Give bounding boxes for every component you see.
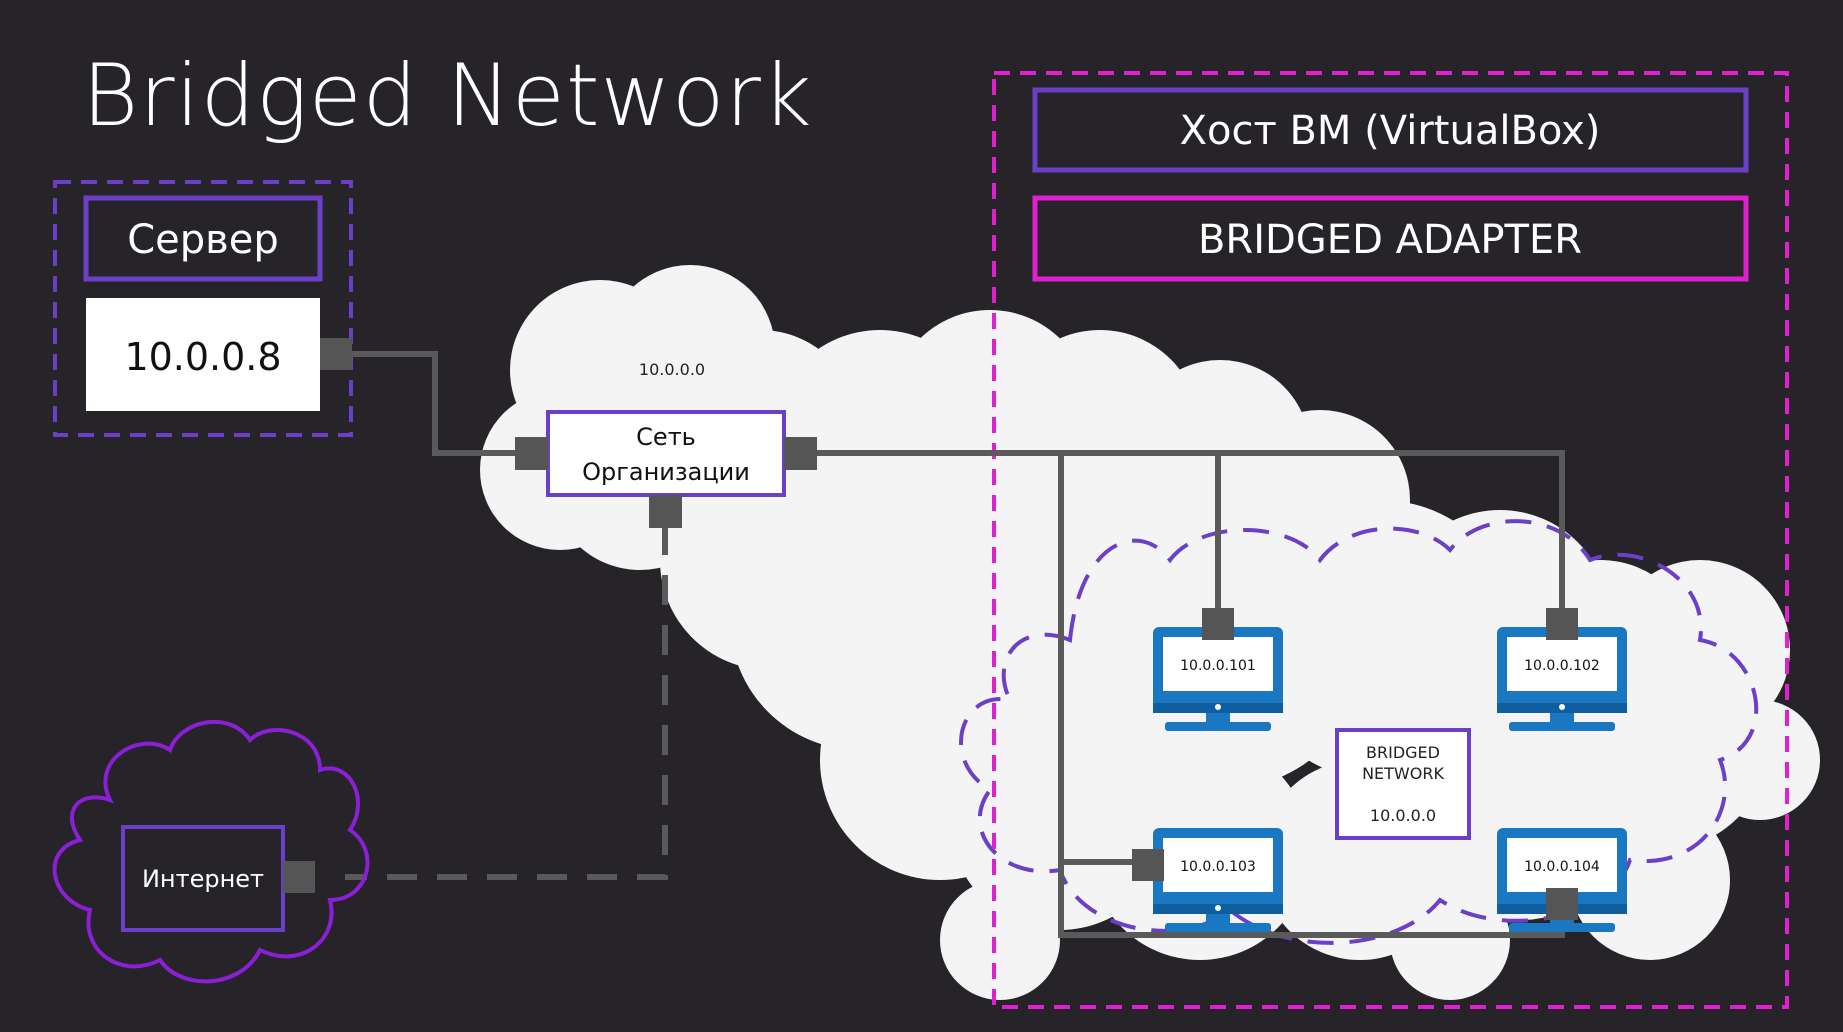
org-port-bottom: [649, 495, 682, 528]
org-network-box: [546, 410, 786, 497]
computer-102-port: [1546, 608, 1578, 640]
host-label: Хост ВМ (VirtualBox): [1180, 108, 1601, 154]
internet-label: Интернет: [142, 865, 264, 893]
org-port-left: [515, 437, 548, 470]
computer-103: 10.0.0.103: [1132, 828, 1283, 932]
server-box: [86, 298, 320, 411]
computer-102-ip: 10.0.0.102: [1524, 658, 1600, 674]
bridged-network-line2: NETWORK: [1362, 764, 1444, 783]
org-cloud-ip: 10.0.0.0: [639, 360, 705, 379]
computer-103-ip: 10.0.0.103: [1180, 859, 1256, 875]
cable-server-to-org: [352, 351, 520, 456]
server-ip: 10.0.0.8: [124, 335, 281, 379]
host-vm-container: [992, 71, 1789, 1009]
computer-102: 10.0.0.102: [1497, 608, 1627, 731]
host-label-box: [1032, 87, 1749, 173]
computer-104-port: [1546, 888, 1578, 920]
bridged-network-box: [1335, 728, 1471, 840]
org-port-right: [784, 437, 817, 470]
bridged-network-ip: 10.0.0.0: [1370, 806, 1436, 825]
bridged-adapter-label: BRIDGED ADAPTER: [1198, 217, 1582, 263]
page-title: Bridged Network: [82, 46, 813, 146]
computer-101-port: [1202, 608, 1234, 640]
bridged-adapter-box: [1032, 195, 1749, 282]
server-port: [320, 338, 352, 370]
bridged-network-cloud: [959, 519, 1759, 945]
org-network-label-line1: Сеть: [636, 423, 696, 451]
internet-cloud: [52, 720, 370, 984]
server-label-box: [83, 195, 323, 282]
server-container: [53, 180, 353, 437]
computer-104-ip: 10.0.0.104: [1524, 859, 1600, 875]
internet-port: [283, 861, 315, 893]
computer-101: 10.0.0.101: [1153, 608, 1283, 731]
computer-101-ip: 10.0.0.101: [1180, 658, 1256, 674]
server-label: Сервер: [127, 217, 279, 263]
bridged-network-line1: BRIDGED: [1366, 743, 1440, 762]
cable-org-to-internet: [345, 525, 668, 880]
computer-104: 10.0.0.104: [1497, 828, 1627, 932]
org-network-label-line2: Организации: [582, 458, 750, 486]
computer-103-port: [1132, 849, 1164, 881]
